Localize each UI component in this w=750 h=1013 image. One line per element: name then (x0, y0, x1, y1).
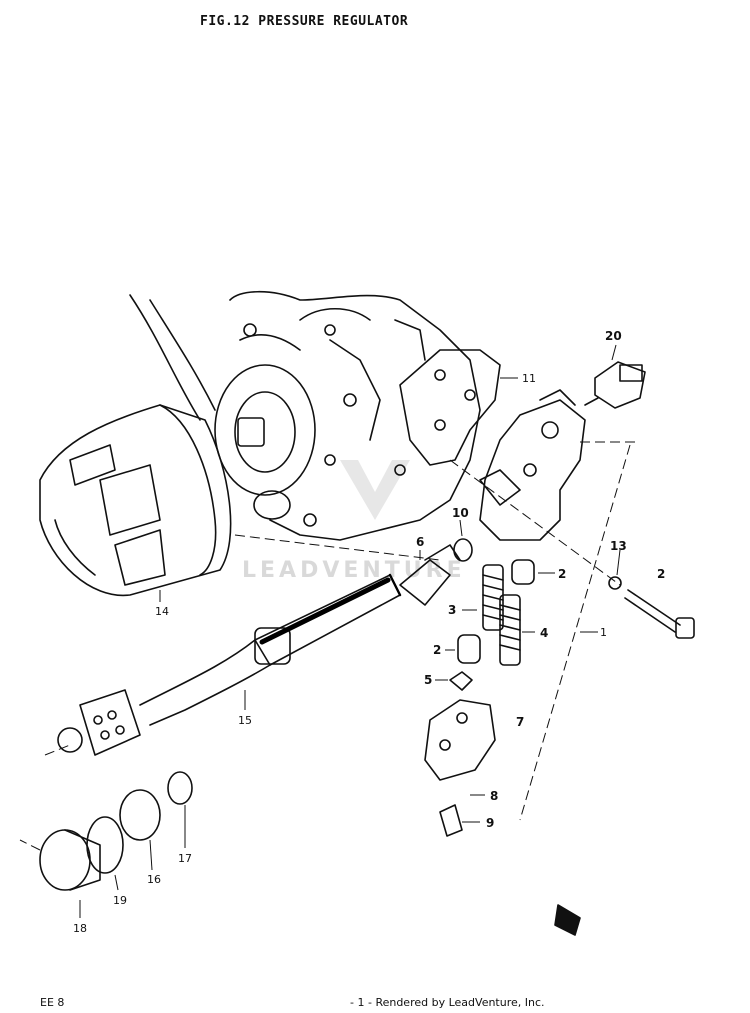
callout-6: 6 (416, 535, 424, 549)
callout-11: 11 (522, 372, 536, 385)
callout-17: 17 (178, 852, 192, 865)
footer-page-number: - 1 - (350, 996, 372, 1009)
bolt-2 (624, 589, 681, 633)
callout-2-top-piston: 2 (558, 567, 566, 581)
o-ring-10 (453, 538, 473, 562)
oil-pressure-switch-20 (584, 361, 646, 409)
callout-10: 10 (452, 506, 469, 520)
spring-3 (482, 564, 504, 631)
callout-4: 4 (540, 626, 548, 640)
footer-credit-text: Rendered by LeadVenture, Inc. (375, 996, 545, 1009)
footer-page-code: ЕЕ 8 (40, 996, 65, 1009)
oil-filter-14 (39, 404, 232, 597)
callout-2-lower-piston: 2 (433, 643, 441, 657)
gasket-11 (399, 349, 501, 466)
front-arrow-icon (554, 904, 581, 936)
engine-case (129, 290, 481, 541)
bolt-2-head (675, 617, 695, 639)
oil-filter-mount (214, 364, 316, 520)
callout-15: 15 (238, 714, 252, 727)
callout-16: 16 (147, 873, 161, 886)
figure-title: FIG.12 PRESSURE REGULATOR (200, 14, 409, 29)
callout-18: 18 (73, 922, 87, 935)
callout-7: 7 (516, 715, 524, 729)
leadventure-logo-watermark (340, 460, 410, 520)
drain-plug-18 (39, 829, 101, 891)
screen-16 (119, 789, 161, 841)
callout-9: 9 (486, 816, 494, 830)
spring-4 (499, 594, 521, 666)
watermark-text: LEADVENTURE (242, 558, 466, 583)
o-ring-17 (167, 771, 193, 805)
callout-2-bolt: 2 (657, 567, 665, 581)
union-6 (399, 544, 461, 606)
piston-2-top (511, 559, 535, 585)
cover-7 (424, 699, 496, 781)
callout-3: 3 (448, 603, 456, 617)
callout-13: 13 (610, 539, 627, 553)
plug-5 (449, 671, 473, 691)
callout-8: 8 (490, 789, 498, 803)
callout-20: 20 (605, 329, 622, 343)
regulator-body-1 (479, 389, 586, 541)
footer-credit: - 1 - Rendered by LeadVenture, Inc. (350, 996, 545, 1009)
gasket-19 (86, 816, 124, 874)
bolt-9 (439, 804, 463, 837)
callout-19: 19 (113, 894, 127, 907)
callout-1: 1 (600, 626, 607, 639)
piston-2-lower (457, 634, 481, 664)
washer-13 (608, 576, 622, 590)
callout-5: 5 (424, 673, 432, 687)
callout-14: 14 (155, 605, 169, 618)
